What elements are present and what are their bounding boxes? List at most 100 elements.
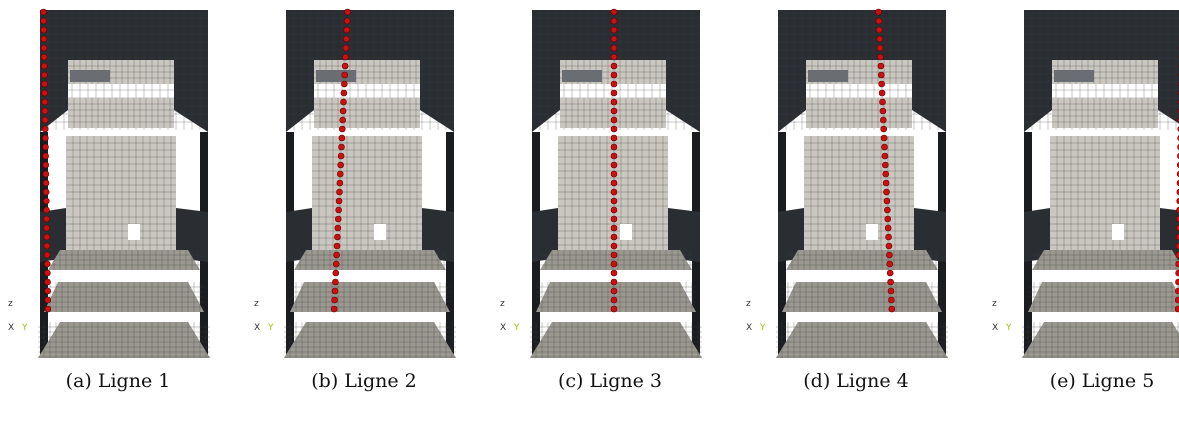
lower-right-wall	[1160, 208, 1179, 261]
sensor-marker	[1176, 197, 1179, 205]
lower-right-wall	[422, 208, 454, 262]
sensor-marker	[880, 125, 888, 133]
lower-left-wall	[532, 208, 558, 262]
axis-z-label: z	[8, 299, 13, 309]
sensor-marker	[879, 98, 886, 106]
sensor-marker	[610, 98, 618, 106]
sensor-marker	[343, 26, 351, 34]
sensor-marker	[884, 206, 891, 214]
sensor-marker	[878, 80, 885, 88]
sensor-marker	[341, 62, 349, 70]
sensor-marker	[888, 296, 895, 304]
sensor-marker	[43, 260, 51, 268]
sensor-marker	[43, 233, 51, 241]
sensor-line-2	[330, 8, 351, 313]
sensor-marker	[610, 44, 618, 52]
sensor-marker	[44, 305, 52, 313]
roof-walls	[778, 10, 946, 132]
sensor-marker	[41, 107, 49, 115]
sensor-marker	[44, 296, 52, 304]
sensor-marker	[42, 134, 49, 142]
sensor-marker	[40, 26, 48, 34]
sensor-marker	[41, 89, 48, 97]
sensor-marker	[876, 35, 883, 43]
upper-slab-2	[314, 98, 420, 128]
lower-facade	[312, 210, 422, 250]
sensor-marker	[610, 242, 618, 250]
sensor-marker	[344, 8, 351, 16]
sensor-marker	[336, 188, 343, 196]
sensor-marker	[1175, 287, 1179, 295]
sensor-marker	[610, 62, 618, 70]
sensor-marker	[341, 80, 348, 88]
sensor-marker	[1176, 215, 1179, 223]
sensor-marker	[610, 80, 618, 88]
sensor-marker	[343, 17, 351, 25]
sensor-marker	[1176, 188, 1179, 196]
sensor-marker	[882, 161, 889, 169]
sensor-marker	[882, 170, 890, 178]
lower-facade	[804, 210, 914, 250]
sensor-marker	[610, 17, 618, 25]
sensor-marker	[41, 80, 48, 88]
sensor-marker	[885, 233, 892, 241]
sensor-marker	[43, 251, 51, 259]
sensor-marker	[610, 134, 618, 142]
upper-slab-2	[68, 98, 174, 128]
panel-caption: (d) Ligne 4	[803, 370, 909, 392]
sensor-marker	[610, 179, 618, 187]
sensor-marker	[341, 71, 349, 79]
sensor-marker	[1174, 305, 1179, 313]
sensor-marker	[42, 152, 49, 160]
sensor-marker	[610, 233, 618, 241]
sensor-marker	[40, 17, 47, 25]
sensor-marker	[40, 8, 47, 16]
sensor-marker	[43, 197, 50, 205]
sensor-marker	[610, 89, 618, 97]
skylight-block	[316, 70, 356, 82]
roof-walls	[532, 10, 700, 132]
sensor-marker	[42, 143, 49, 151]
sensor-marker	[335, 206, 342, 214]
sensor-marker	[336, 170, 344, 178]
sensor-marker	[610, 251, 618, 259]
roof-walls	[286, 10, 454, 132]
sensor-marker	[610, 197, 618, 205]
sensor-marker	[337, 161, 344, 169]
middle-facade	[804, 136, 914, 212]
sensor-marker	[610, 26, 618, 34]
sensor-marker	[331, 296, 338, 304]
door-opening	[620, 224, 632, 240]
middle-facade	[1050, 136, 1160, 212]
slab-ground	[776, 322, 948, 358]
sensor-marker	[41, 71, 48, 79]
sensor-marker	[610, 215, 618, 223]
sensor-marker	[875, 8, 882, 16]
door-opening	[866, 224, 878, 240]
slab-ground	[1022, 322, 1179, 358]
sensor-marker	[1174, 296, 1179, 304]
sensor-marker	[40, 35, 48, 43]
sensor-marker	[43, 242, 51, 250]
middle-facade	[66, 136, 176, 212]
sensor-marker	[875, 17, 883, 25]
axis-y-label: Y	[759, 323, 766, 333]
middle-facade	[312, 136, 422, 212]
skylight-block	[562, 70, 602, 82]
axis-x-label: X	[992, 323, 998, 333]
axis-y-label: Y	[513, 323, 520, 333]
sensor-marker	[44, 287, 51, 295]
sensor-marker	[877, 62, 885, 70]
sensor-marker	[883, 197, 891, 205]
sensor-marker	[1176, 179, 1179, 187]
sensor-marker	[886, 269, 894, 277]
axis-z-label: z	[746, 299, 751, 309]
upper-slab-2	[1052, 98, 1158, 128]
sensor-marker	[882, 179, 890, 187]
sensor-marker	[610, 260, 618, 268]
